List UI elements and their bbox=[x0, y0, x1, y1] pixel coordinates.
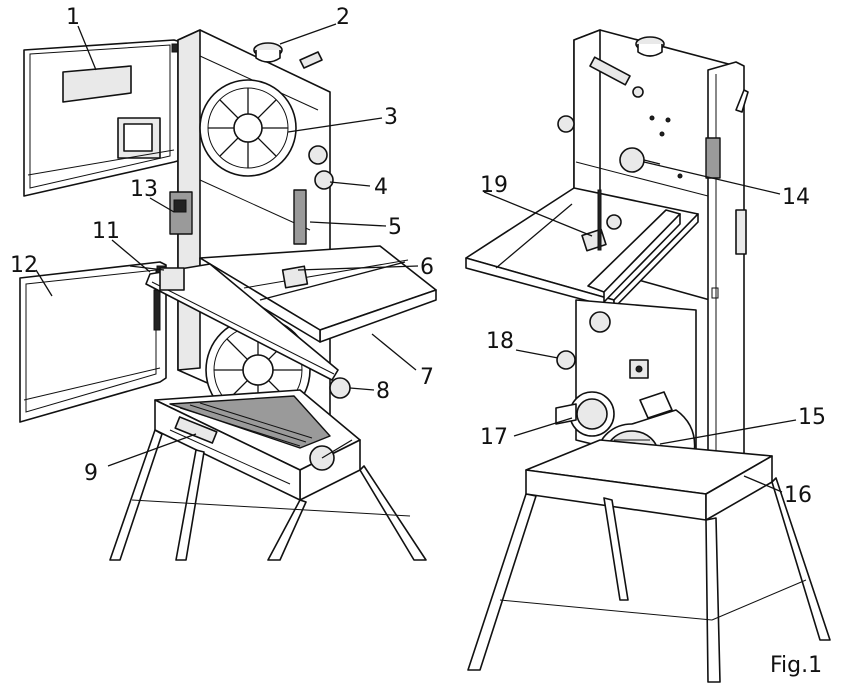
right-view bbox=[465, 29, 831, 683]
callout-3: 3 bbox=[384, 105, 398, 130]
callout-6: 6 bbox=[420, 255, 434, 280]
callout-labels: 1 2 3 4 5 6 7 8 9 11 12 13 14 15 16 17 1… bbox=[10, 5, 826, 508]
callout-1: 1 bbox=[66, 5, 80, 30]
callout-18: 18 bbox=[486, 329, 514, 354]
left-stand bbox=[109, 389, 427, 561]
left-view bbox=[19, 29, 437, 561]
callout-13: 13 bbox=[130, 177, 158, 202]
callout-15: 15 bbox=[798, 405, 826, 430]
upper-door bbox=[23, 39, 182, 197]
callout-16: 16 bbox=[784, 483, 812, 508]
left-frame bbox=[169, 29, 334, 431]
callout-5: 5 bbox=[388, 215, 402, 240]
callout-14: 14 bbox=[782, 185, 810, 210]
callout-4: 4 bbox=[374, 175, 388, 200]
callout-2: 2 bbox=[336, 5, 350, 30]
right-table bbox=[465, 187, 699, 471]
callout-9: 9 bbox=[84, 461, 98, 486]
callout-12: 12 bbox=[10, 253, 38, 278]
callout-7: 7 bbox=[420, 365, 434, 390]
right-column bbox=[705, 61, 749, 475]
callout-17: 17 bbox=[480, 425, 508, 450]
figure-caption: Fig.1 bbox=[770, 653, 822, 678]
callout-11: 11 bbox=[92, 219, 120, 244]
right-stand bbox=[467, 439, 831, 683]
callout-leaders bbox=[35, 23, 797, 493]
callout-8: 8 bbox=[376, 379, 390, 404]
callout-19: 19 bbox=[480, 173, 508, 198]
lower-door bbox=[19, 261, 167, 423]
